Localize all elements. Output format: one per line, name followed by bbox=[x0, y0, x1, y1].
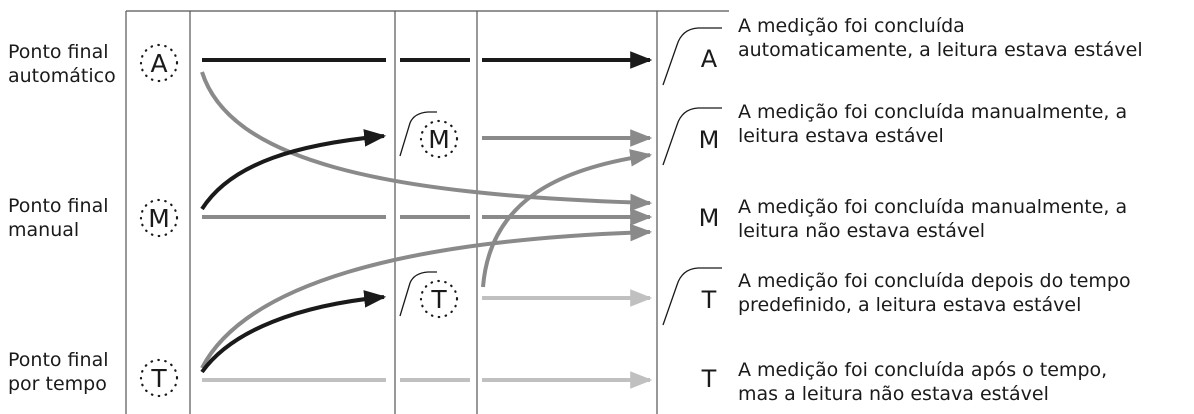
result-description: A medição foi concluída depois do tempo … bbox=[738, 269, 1131, 317]
middle-letter-manual: M bbox=[428, 125, 450, 154]
result-description-line: A medição foi concluída manualmente, a bbox=[738, 196, 1128, 218]
middle-letter-timed: T bbox=[430, 285, 447, 314]
result-letter: M bbox=[698, 204, 720, 232]
flow-timed bbox=[200, 149, 653, 389]
dotted-circle-icon-manual: M bbox=[139, 198, 179, 238]
result-description-line: mas a leitura não estava estável bbox=[738, 383, 1049, 405]
middle-icon-timed: T bbox=[399, 271, 459, 319]
arrow-manual-to-middle bbox=[200, 129, 387, 211]
arrow-middle-to-M-stable bbox=[481, 149, 653, 288]
label-manual-line1: Ponto final bbox=[8, 195, 109, 217]
label-automatic: Ponto final automático bbox=[8, 40, 116, 88]
table-grid bbox=[125, 10, 729, 414]
label-manual: Ponto final manual bbox=[8, 194, 109, 242]
result-description-line: predefinido, a leitura estava estável bbox=[738, 294, 1082, 316]
result-description: A medição foi concluída manualmente, a l… bbox=[738, 100, 1127, 148]
result-description: A medição foi concluída automaticamente,… bbox=[738, 14, 1143, 62]
result-description-line: A medição foi concluída manualmente, a bbox=[738, 101, 1128, 123]
stability-curve-icon bbox=[662, 107, 722, 166]
result-description-line: A medição foi concluída depois do tempo bbox=[738, 270, 1131, 292]
label-manual-line2: manual bbox=[8, 219, 80, 241]
stability-curve-icon bbox=[399, 111, 437, 157]
result-description-line: leitura não estava estável bbox=[738, 220, 986, 242]
arrow-auto-to-M-unstable bbox=[200, 71, 653, 212]
result-letter: T bbox=[701, 286, 717, 314]
middle-icon-manual: M bbox=[399, 111, 459, 159]
result-letter: T bbox=[701, 365, 717, 393]
flow-manual bbox=[200, 129, 653, 226]
result-description: A medição foi concluída após o tempo, ma… bbox=[738, 358, 1107, 406]
arrow-timed-to-middle bbox=[200, 290, 387, 374]
label-timed: Ponto final por tempo bbox=[8, 348, 109, 396]
result-description-line: A medição foi concluída após o tempo, bbox=[738, 359, 1108, 381]
label-timed-line2: por tempo bbox=[8, 373, 107, 395]
result-letter: M bbox=[698, 126, 720, 154]
result-description-line: automaticamente, a leitura estava estáve… bbox=[738, 39, 1143, 61]
label-automatic-line2: automático bbox=[8, 65, 116, 87]
result-description-line: A medição foi concluída bbox=[738, 15, 965, 37]
stability-curve-icon bbox=[662, 27, 722, 86]
result-description: A medição foi concluída manualmente, a l… bbox=[738, 195, 1127, 243]
label-automatic-line1: Ponto final bbox=[8, 41, 109, 63]
mode-letter-automatic: A bbox=[150, 49, 167, 78]
dotted-circle-icon-automatic: A bbox=[139, 43, 179, 83]
result-description-line: leitura estava estável bbox=[738, 125, 944, 147]
stability-curve-icon bbox=[399, 271, 437, 317]
mode-letter-manual: M bbox=[148, 204, 170, 233]
result-letter: A bbox=[700, 45, 718, 73]
mode-letter-timed: T bbox=[150, 364, 167, 393]
dotted-circle-icon-timed: T bbox=[139, 358, 179, 398]
stability-curve-icon bbox=[662, 267, 722, 326]
arrow-timed-to-M-unstable bbox=[200, 223, 653, 369]
label-timed-line1: Ponto final bbox=[8, 349, 109, 371]
flow-automatic bbox=[200, 51, 653, 212]
